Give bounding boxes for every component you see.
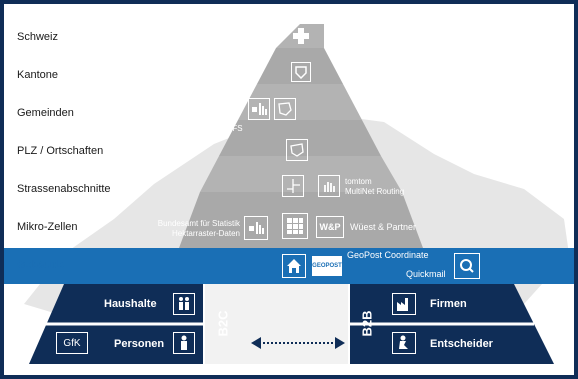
household-icon: [173, 293, 195, 315]
postcode-area-icon: [286, 139, 308, 161]
gfk-logo-icon: GfK: [56, 332, 88, 354]
multinet-label: MultiNet Routing: [345, 187, 405, 196]
canton-shield-icon: [291, 62, 311, 82]
quickmail-label: Quickmail: [406, 269, 446, 279]
level-label-kantone: Kantone: [17, 69, 58, 81]
tier-kantone: [257, 48, 343, 84]
personen-label: Personen: [114, 338, 165, 350]
level-label-gebaeude: Gebäude: [17, 259, 65, 271]
street-segment-icon: [282, 175, 304, 197]
bundesamt-label-line2: Hektarraster-Daten: [171, 229, 240, 238]
bfs-logo-icon: [248, 98, 270, 120]
b2c-vertical-label: B2C: [215, 310, 231, 337]
quickmail-logo-icon: [454, 253, 480, 279]
wp-logo-icon: W&P: [316, 216, 344, 238]
geopost-coordinate-label: GeoPost Coordinate: [347, 250, 429, 260]
house-icon: [282, 254, 306, 278]
level-label-schweiz: Schweiz: [17, 31, 58, 43]
tier-plz: [219, 120, 381, 156]
arrow-right: [335, 337, 345, 349]
bfs-logo-icon-2: [244, 216, 268, 240]
geopost-logo-icon: GEOPOST: [312, 256, 342, 276]
level-label-gemeinden: Gemeinden: [17, 107, 74, 119]
tomtom-hand-icon: [318, 175, 340, 197]
bundesamt-label-line1: Bundesamt für Statistik: [157, 219, 240, 228]
swiss-cross-icon: [291, 26, 311, 46]
haushalte-label: Haushalte: [104, 298, 157, 310]
level-label-plz: PLZ / Ortschaften: [17, 145, 104, 157]
arrow-left: [251, 337, 261, 349]
level-label-strassen: Strassenabschnitte: [17, 183, 111, 195]
bfs-label: BFS: [227, 124, 243, 133]
diagram-canvas: Schweiz Kantone Gemeinden PLZ / Ortschaf…: [4, 4, 574, 375]
tomtom-label: tomtom: [345, 177, 372, 186]
decision-maker-icon: [392, 332, 416, 354]
base-center: [204, 284, 349, 364]
wuest-label: Wüest & Partner: [350, 222, 417, 232]
entscheider-label: Entscheider: [430, 338, 493, 350]
factory-icon: [392, 293, 416, 315]
hectare-grid-icon: [282, 213, 308, 239]
firmen-label: Firmen: [430, 298, 467, 310]
b2b-vertical-label: B2B: [359, 310, 375, 337]
tier-strassen: [200, 156, 402, 192]
person-icon: [173, 332, 195, 354]
municipality-shape-icon: [274, 98, 296, 120]
level-label-mikrozellen: Mikro-Zellen: [17, 221, 78, 233]
